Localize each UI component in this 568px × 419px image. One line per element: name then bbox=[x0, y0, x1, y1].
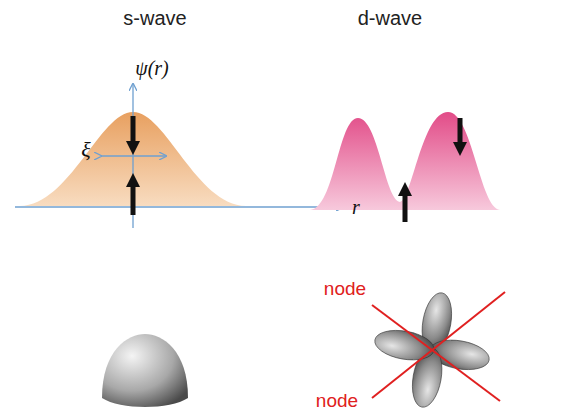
node-label: node bbox=[316, 390, 358, 412]
spin-down-arrow bbox=[453, 118, 467, 156]
d-wave-curve bbox=[310, 112, 500, 210]
panel-title: s-wave bbox=[123, 7, 186, 30]
axis-label: ψ(r) bbox=[135, 57, 169, 80]
spin-down-arrow bbox=[126, 116, 140, 155]
coherence-length-label: ξ bbox=[81, 137, 90, 163]
node-line bbox=[372, 305, 500, 401]
panel-title: d-wave bbox=[358, 7, 422, 30]
s-orbital-hemisphere bbox=[102, 334, 188, 407]
xi-double-arrow bbox=[101, 155, 166, 156]
spin-up-arrow bbox=[398, 182, 412, 222]
axis-label: r bbox=[352, 196, 360, 219]
spin-up-arrow bbox=[126, 173, 140, 215]
node-line bbox=[372, 292, 505, 398]
node-label: node bbox=[324, 278, 366, 300]
r-axis bbox=[15, 206, 343, 207]
